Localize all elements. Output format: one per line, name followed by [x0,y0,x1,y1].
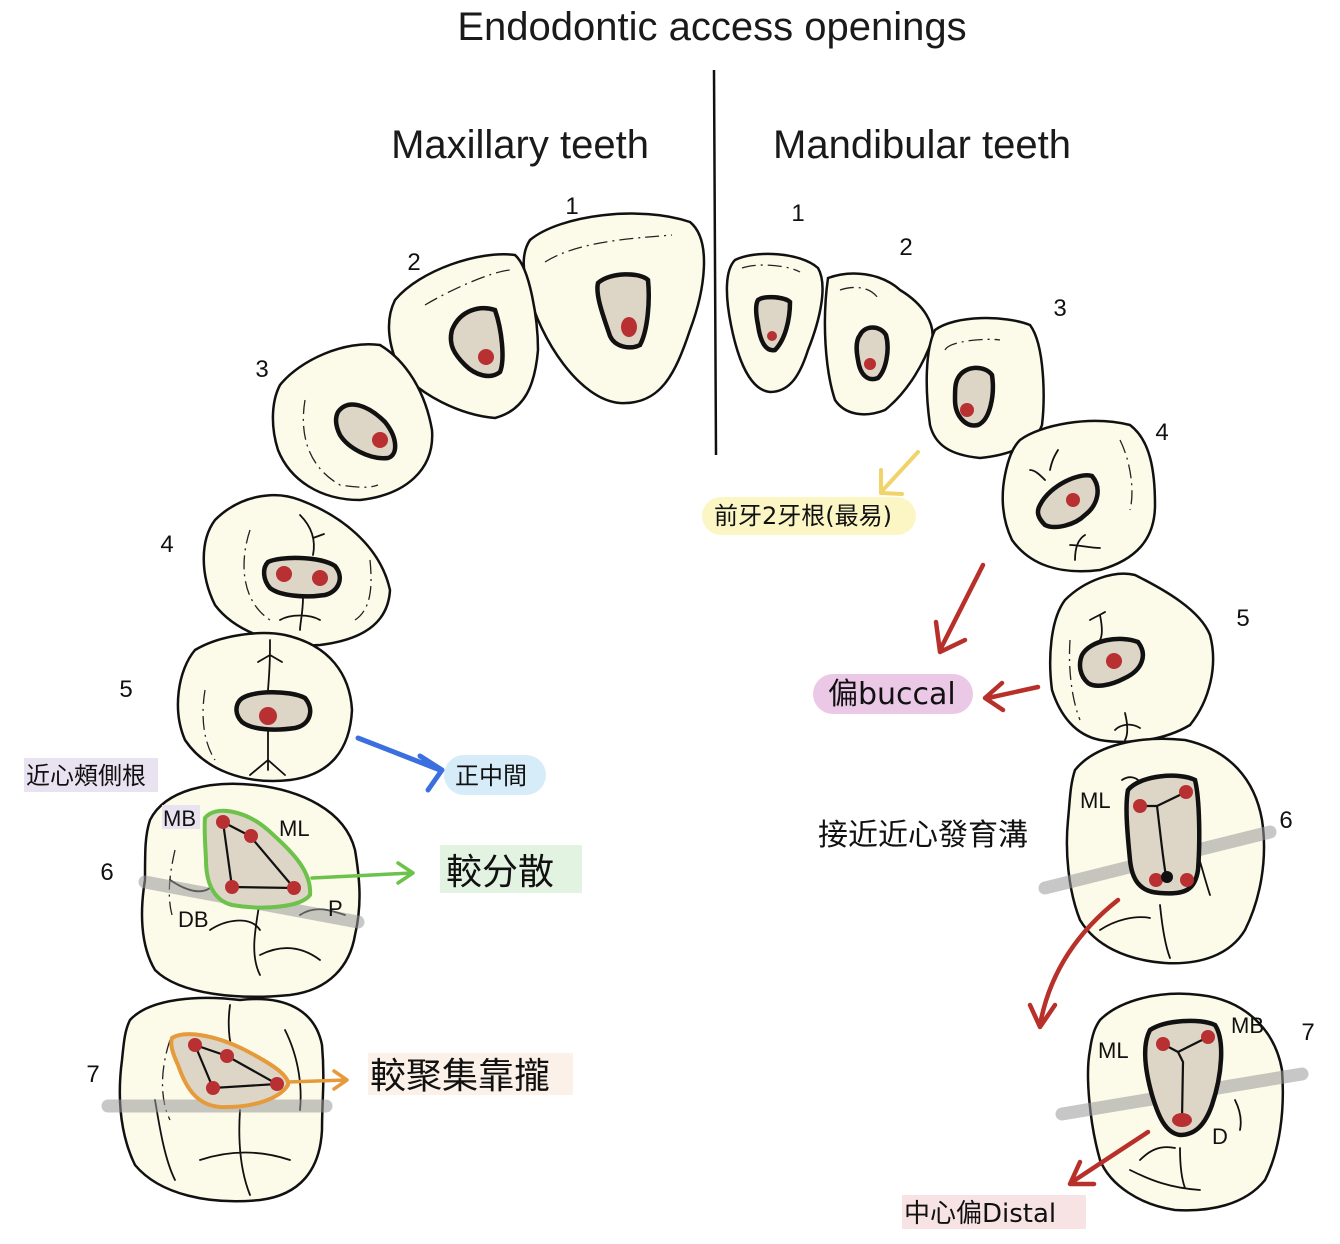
maxillary-tooth-7: 7 [86,996,333,1203]
maxillary-tooth-1: 1 [522,193,706,405]
annotation-text: 正中間 [455,762,527,790]
mandibular-heading: Mandibular teeth [773,123,1071,167]
canal-label-mb: MB [1231,1013,1264,1038]
annotation-center: 正中間 [355,735,546,795]
arrow-icon [933,562,986,655]
tooth-number: 2 [407,249,420,276]
annotation-text: 中心偏Distal [904,1199,1056,1229]
canal-label-ml: ML [1098,1038,1129,1063]
tooth-number: 2 [899,234,912,261]
maxillary-tooth-3: 3 [255,342,434,502]
maxillary-tooth-5: 5 [119,631,354,783]
canal-label-ml: ML [279,816,310,841]
arrow-icon [355,735,445,793]
annotation-bg [444,755,546,795]
tooth-number: 5 [119,676,132,703]
arrow-icon [286,1069,349,1091]
canal-label-p: P [328,896,343,921]
maxillary-tooth-4: 4 [160,493,392,647]
mandibular-tooth-4: 4 [1001,419,1169,573]
annotation-text: 偏buccal [828,677,956,712]
canal-label-db: DB [178,907,209,932]
canal-label-ml: ML [1080,788,1111,813]
annotation-bg [902,1195,1086,1229]
tooth-number: 1 [565,193,578,220]
annotation-text: 接近近心發育溝 [818,818,1028,853]
arrow-icon [1067,1129,1151,1187]
mb-label-bg [162,805,200,829]
annotation-mb-root: 近心頰側根 [24,758,158,792]
canal-label-d: D [1212,1124,1228,1149]
maxillary-tooth-2: 2 [387,249,540,420]
annotation-converge: 較聚集靠攏 [286,1053,573,1097]
tooth-number: 7 [1301,1019,1314,1046]
maxillary-tooth-6: 6 MB ML DB P [100,782,365,998]
tooth-number: 3 [1053,295,1066,322]
arrow-icon [879,450,920,496]
annotation-buccal: 偏buccal [813,562,1041,714]
tooth-number: 7 [86,1061,99,1088]
annotation-mesial-groove: 接近近心發育溝 [818,818,1121,1030]
tooth-number: 4 [160,531,173,558]
tooth-number: 4 [1155,419,1168,446]
annotation-bg [702,497,916,535]
mandibular-tooth-1: 1 [725,200,824,394]
annotation-anterior-two-roots: 前牙2牙根(最易) [702,450,920,535]
tooth-number: 6 [100,859,113,886]
mandibular-tooth-7: ML MB D 7 [1055,992,1315,1212]
annotation-text: 較分散 [446,852,554,893]
annotation-bg [440,845,582,893]
midline-divider [712,69,718,456]
arrow-icon [982,680,1041,713]
mandibular-tooth-5: 5 [1048,572,1250,744]
mandibular-tooth-6: ML 6 [1038,737,1293,965]
arrow-icon [310,861,415,885]
annotation-spread: 較分散 [310,845,582,893]
annotation-text: 前牙2牙根(最易) [714,502,892,530]
annotation-text: 較聚集靠攏 [370,1056,550,1097]
annotation-distal: 中心偏Distal [902,1129,1151,1229]
annotation-bg [368,1053,573,1095]
annotation-bg [813,674,973,714]
annotation-bg [24,758,158,792]
annotation-text: 近心頰側根 [26,762,146,790]
tooth-number: 5 [1236,605,1249,632]
maxillary-heading: Maxillary teeth [391,123,649,167]
mandibular-tooth-2: 2 [823,234,934,416]
tooth-number: 1 [791,200,804,227]
canal-label-mb: MB [163,806,196,831]
arrow-icon [1027,897,1121,1030]
diagram-title: Endodontic access openings [457,5,966,49]
tooth-number: 3 [255,356,268,383]
tooth-number: 6 [1279,807,1292,834]
